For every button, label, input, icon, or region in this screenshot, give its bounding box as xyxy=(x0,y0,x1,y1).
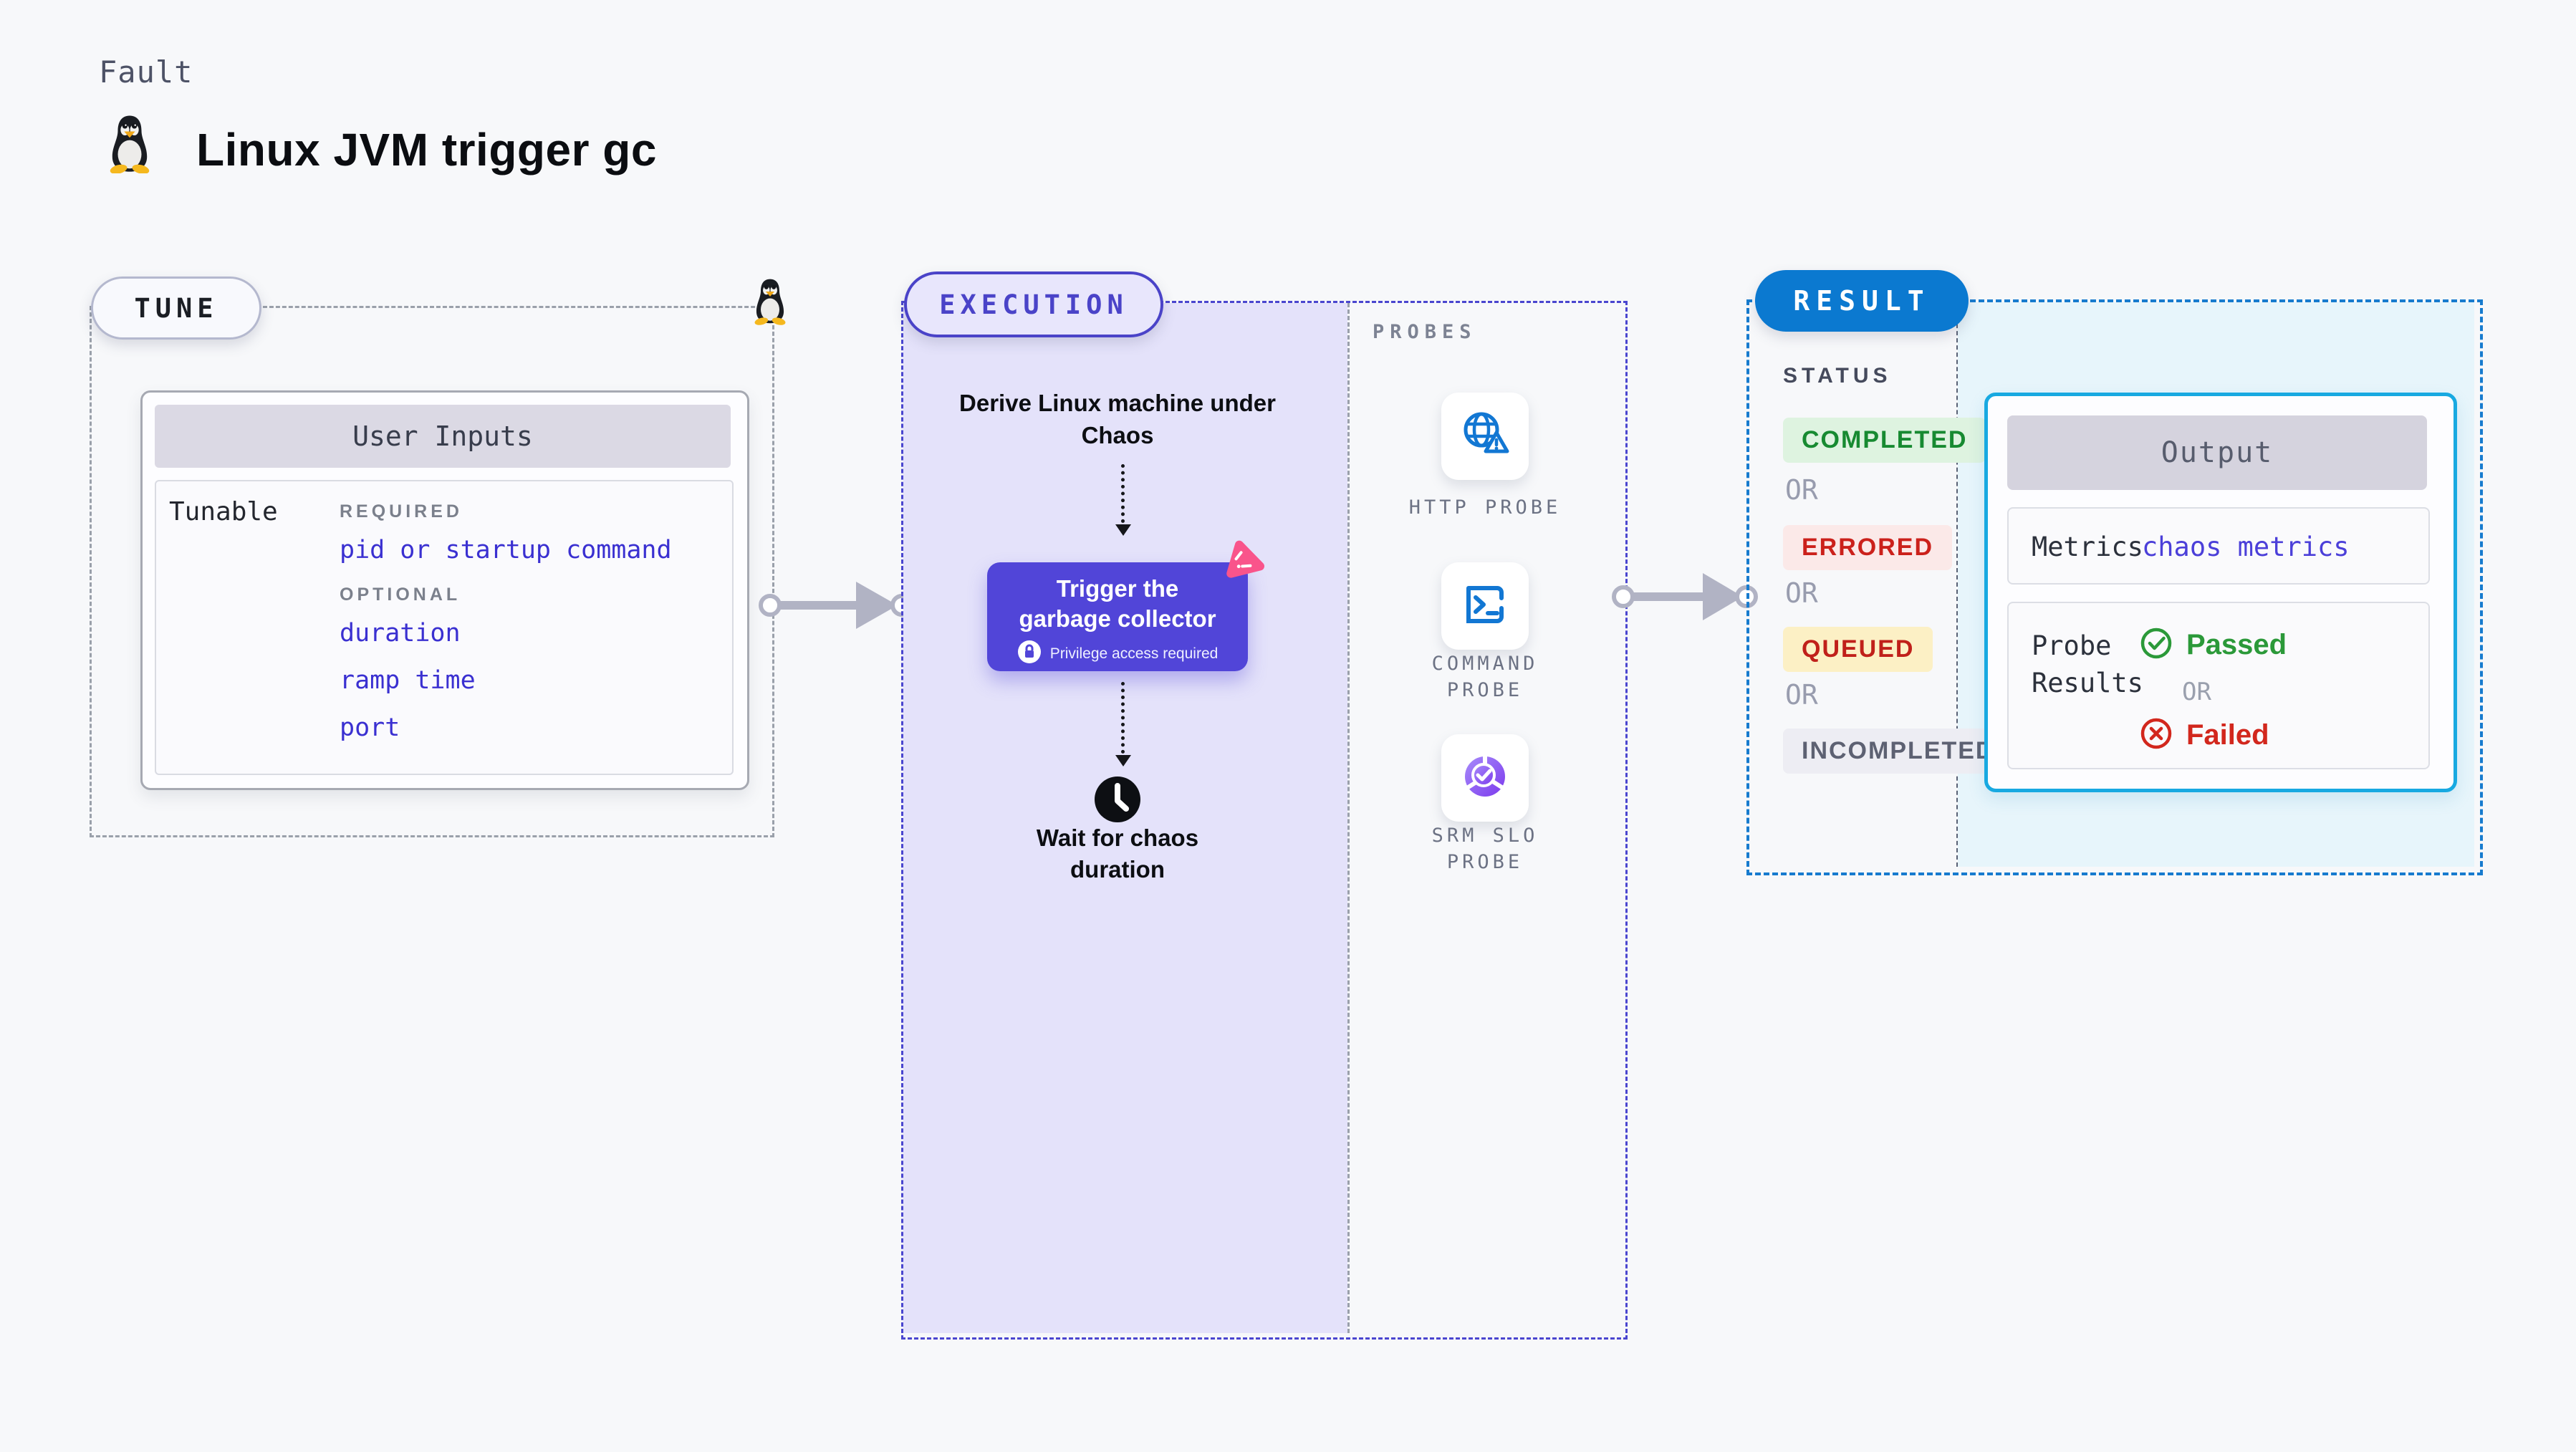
result-badge: RESULT xyxy=(1755,270,1969,332)
terminal-icon xyxy=(1458,578,1512,635)
status-label: STATUS xyxy=(1783,364,1892,388)
penguin-icon xyxy=(106,113,153,177)
page-title: Linux JVM trigger gc xyxy=(196,124,657,176)
required-label: REQUIRED xyxy=(340,501,463,521)
passed-result: Passed xyxy=(2139,626,2287,664)
status-badge-errored: ERRORED xyxy=(1783,525,1953,570)
user-inputs-title: User Inputs xyxy=(155,405,731,468)
tunable-label: Tunable xyxy=(169,497,278,527)
optional-label: OPTIONAL xyxy=(340,585,461,605)
flow-arrow-execution-to-result xyxy=(1611,568,1762,629)
wait-duration-step: Wait for chaos duration xyxy=(1036,824,1199,883)
arrowhead-icon xyxy=(1115,755,1131,766)
x-circle-icon xyxy=(2139,716,2173,754)
flow-arrow-tune-to-execution xyxy=(757,577,915,638)
tunable-ramp-time[interactable]: ramp time xyxy=(340,666,476,695)
dotted-connector xyxy=(1121,682,1125,754)
srm-slo-probe-card[interactable] xyxy=(1441,734,1529,822)
srm-slo-probe-label: SRM SLO PROBE xyxy=(1431,824,1539,873)
chaos-badge-icon xyxy=(1219,536,1267,587)
tune-badge: TUNE xyxy=(91,277,261,340)
metrics-row xyxy=(2007,507,2430,585)
status-badge-completed: COMPLETED xyxy=(1783,418,1986,463)
tunable-port[interactable]: port xyxy=(340,713,400,742)
tune-group-box xyxy=(90,306,774,837)
arrowhead-icon xyxy=(1115,524,1131,536)
privilege-note: Privilege access required xyxy=(1049,645,1219,662)
passed-label: Passed xyxy=(2186,629,2287,660)
globe-alert-icon xyxy=(1457,407,1513,466)
probe-results-label: Probe Results xyxy=(2032,630,2143,698)
status-badge-queued: QUEUED xyxy=(1783,627,1933,672)
result-group-box xyxy=(1746,299,2483,875)
execution-badge: EXECUTION xyxy=(904,271,1163,337)
trigger-gc-line2: garbage collector xyxy=(1019,605,1216,632)
probe-results-row xyxy=(2007,602,2430,769)
command-probe-label: COMMAND PROBE xyxy=(1431,653,1539,701)
execution-group-box xyxy=(901,301,1628,1340)
tunable-duration[interactable]: duration xyxy=(340,619,461,648)
execution-probes-divider xyxy=(1347,303,1350,1333)
command-probe-card[interactable] xyxy=(1441,562,1529,650)
metrics-label: Metrics xyxy=(2032,532,2143,562)
http-probe-card[interactable] xyxy=(1441,393,1529,480)
slo-pie-icon xyxy=(1458,749,1512,807)
http-probe-label: HTTP PROBE xyxy=(1408,496,1562,519)
derive-machine-step: Derive Linux machine under Chaos xyxy=(959,390,1276,448)
lock-icon xyxy=(1017,640,1042,668)
dotted-connector xyxy=(1121,464,1125,523)
or-separator: OR xyxy=(1785,577,1818,609)
or-separator: OR xyxy=(1785,474,1818,506)
trigger-gc-line1: Trigger the xyxy=(1056,575,1179,602)
or-separator: OR xyxy=(2182,678,2211,706)
penguin-icon xyxy=(751,270,789,335)
result-status-divider xyxy=(1956,302,1958,867)
status-badge-incompleted: INCOMPLETED xyxy=(1783,729,2014,774)
user-inputs-body xyxy=(155,480,734,775)
failed-label: Failed xyxy=(2186,719,2269,751)
check-circle-icon xyxy=(2139,626,2173,664)
failed-result: Failed xyxy=(2139,716,2269,754)
clock-icon xyxy=(1093,775,1142,827)
output-title: Output xyxy=(2007,415,2427,490)
trigger-gc-node[interactable]: Trigger the garbage collector Privilege … xyxy=(987,562,1248,671)
probes-label: PROBES xyxy=(1373,321,1477,343)
metrics-value-link[interactable]: chaos metrics xyxy=(2142,532,2350,562)
fault-kicker: Fault xyxy=(99,54,193,90)
tunable-pid-or-startup-command[interactable]: pid or startup command xyxy=(340,536,672,564)
or-separator: OR xyxy=(1785,679,1818,711)
